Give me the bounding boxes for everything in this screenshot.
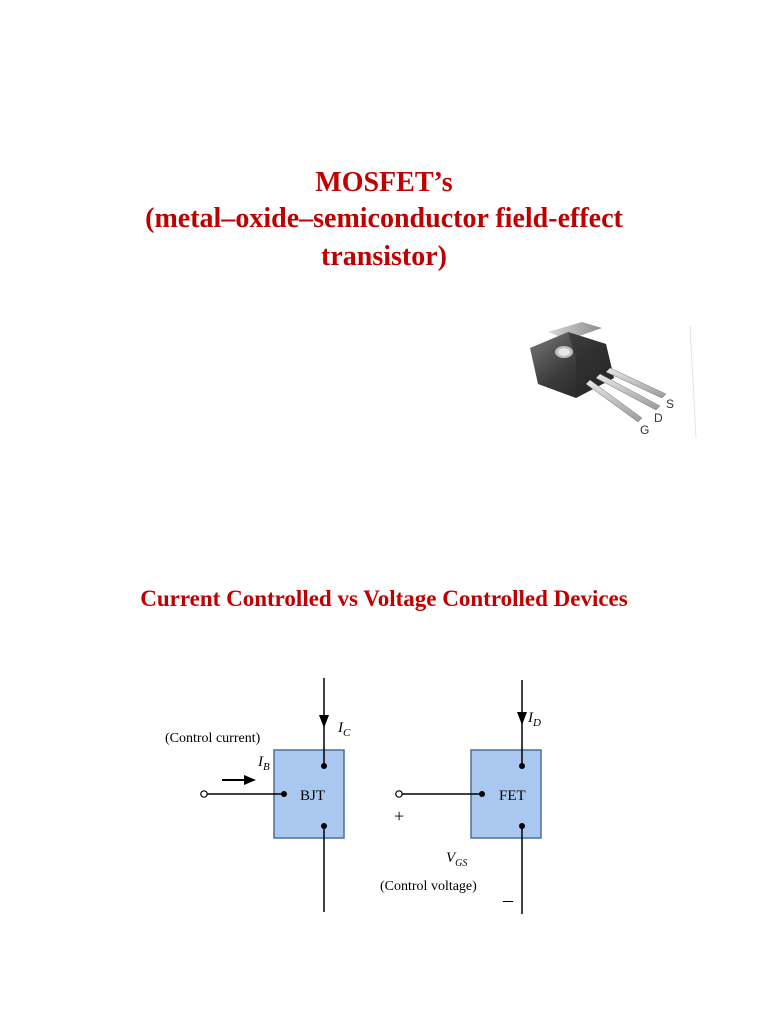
fet-input-terminal	[395, 790, 403, 798]
ic-label: IC	[337, 720, 351, 739]
plus-sign: +	[394, 806, 404, 826]
bjt-block: BJT IC (Control current) IB	[165, 678, 351, 912]
bjt-box-label: BJT	[300, 788, 325, 804]
title-line-1: MOSFET’s	[315, 167, 453, 198]
bjt-collector-arrow	[319, 715, 329, 728]
fet-drain-arrow	[517, 712, 527, 725]
fet-block: FET ID + VGS (Control voltage) –	[380, 680, 542, 914]
lead-g	[585, 379, 643, 423]
vgs-label: VGS	[446, 850, 467, 869]
control-voltage-label: (Control voltage)	[380, 879, 477, 894]
bjt-vs-fet-diagram: BJT IC (Control current) IB FET	[165, 678, 542, 914]
id-label: ID	[527, 710, 541, 729]
lead-s	[605, 367, 667, 399]
lead-d	[595, 373, 661, 411]
mosfet-package-image: S D G	[530, 322, 697, 439]
bjt-input-terminal	[200, 790, 208, 798]
title-line-3: transistor)	[321, 241, 447, 272]
minus-sign: –	[502, 889, 514, 911]
pin-label-g: G	[640, 423, 649, 437]
title-line-2: (metal–oxide–semiconductor field-effect	[145, 203, 623, 234]
pin-label-s: S	[666, 397, 674, 411]
pin-label-d: D	[654, 411, 663, 425]
control-current-label: (Control current)	[165, 731, 261, 746]
fet-box-label: FET	[499, 788, 526, 804]
section-heading: Current Controlled vs Voltage Controlled…	[140, 586, 628, 611]
ib-label: IB	[257, 754, 270, 773]
